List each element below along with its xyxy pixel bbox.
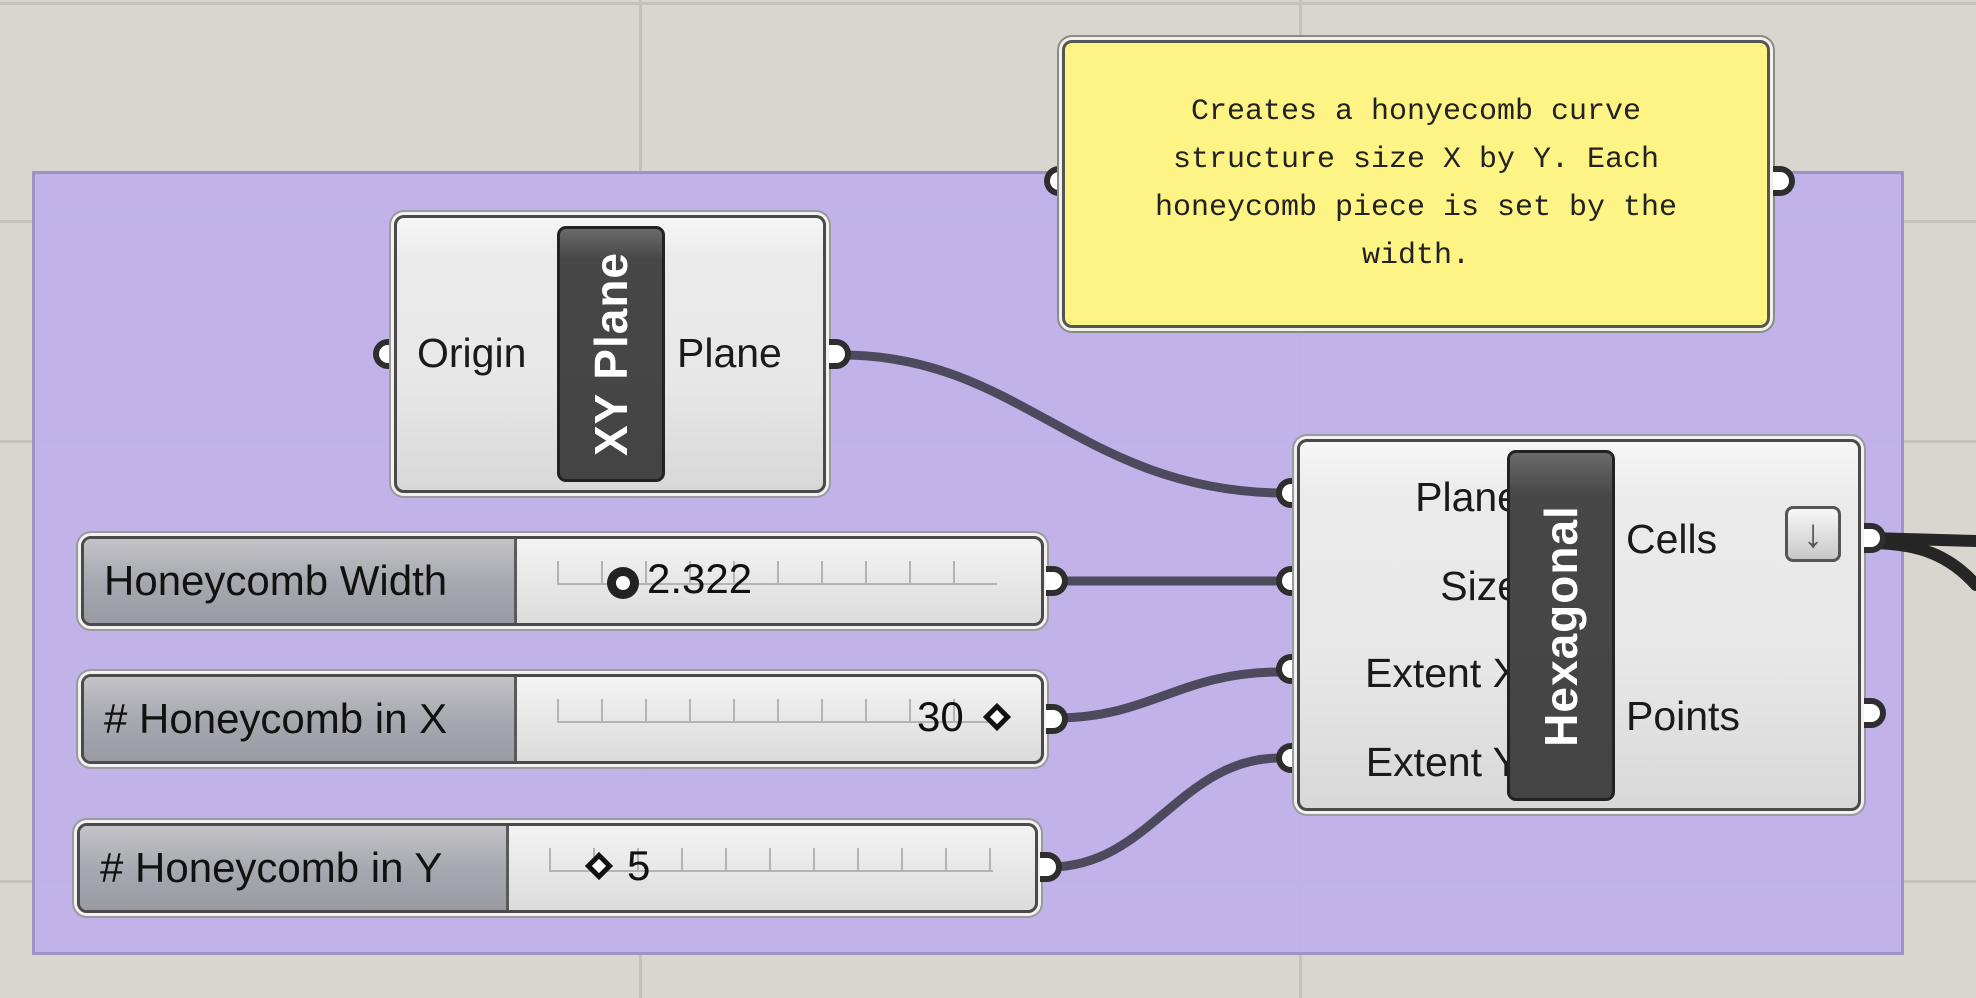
- slider-value: 2.322: [647, 555, 753, 602]
- hexagonal-component[interactable]: Plane Size Extent X Extent Y Hexagonal C…: [1297, 439, 1861, 811]
- xy-plane-origin-label: Origin: [417, 330, 527, 376]
- honeycomb-width-slider[interactable]: Honeycomb Width 2.322: [81, 536, 1044, 626]
- slider-ruler: [557, 699, 997, 723]
- hexagonal-output-cells: Cells: [1626, 516, 1718, 562]
- xy-plane-title-text: XY Plane: [585, 251, 638, 457]
- slider-value: 5: [627, 842, 651, 889]
- xy-plane-origin-input-grip[interactable]: [373, 339, 395, 369]
- slider-knob-icon[interactable]: [607, 567, 639, 599]
- honeycomb-width-output-grip[interactable]: [1046, 566, 1068, 596]
- hexagonal-extent-x-input-grip[interactable]: [1276, 654, 1298, 684]
- note-text: Creates a honyecomb curve structure size…: [1154, 95, 1678, 273]
- slider-label: Honeycomb Width: [84, 539, 517, 623]
- hexagonal-cells-output-grip[interactable]: [1864, 523, 1886, 553]
- xy-plane-title[interactable]: XY Plane: [557, 226, 665, 482]
- hexagonal-size-input-grip[interactable]: [1276, 566, 1298, 596]
- honeycomb-y-output-grip[interactable]: [1040, 852, 1062, 882]
- xy-plane-component[interactable]: Origin XY Plane Plane: [394, 215, 826, 493]
- hexagonal-input-extent-y: Extent Y: [1365, 739, 1520, 785]
- slider-track[interactable]: 5: [509, 826, 1035, 910]
- hexagonal-input-extent-x: Extent X: [1365, 650, 1520, 696]
- xy-plane-plane-label: Plane: [677, 330, 782, 376]
- hexagonal-output-points: Points: [1626, 693, 1740, 739]
- canvas-gridline: [0, 2, 1976, 5]
- hexagonal-extent-y-input-grip[interactable]: [1276, 743, 1298, 773]
- slider-label: # Honeycomb in Y: [80, 826, 509, 910]
- hexagonal-plane-input-grip[interactable]: [1276, 478, 1298, 508]
- slider-label: # Honeycomb in X: [84, 677, 517, 761]
- cells-dropdown-button[interactable]: ↓: [1785, 506, 1841, 562]
- hexagonal-title[interactable]: Hexagonal: [1507, 450, 1615, 801]
- hexagonal-title-text: Hexagonal: [1535, 504, 1588, 747]
- xy-plane-output-grip[interactable]: [829, 339, 851, 369]
- honeycomb-x-slider[interactable]: # Honeycomb in X 30: [81, 674, 1044, 764]
- slider-value: 30: [917, 693, 964, 740]
- arrow-down-icon: ↓: [1803, 512, 1823, 556]
- hexagonal-input-size: Size: [1440, 563, 1520, 609]
- note-panel[interactable]: Creates a honyecomb curve structure size…: [1062, 40, 1770, 328]
- slider-ruler: [549, 848, 993, 872]
- honeycomb-x-output-grip[interactable]: [1046, 704, 1068, 734]
- slider-track[interactable]: 2.322: [517, 539, 1041, 623]
- hexagonal-input-plane: Plane: [1415, 474, 1520, 520]
- note-input-grip[interactable]: [1044, 166, 1066, 196]
- slider-track[interactable]: 30: [517, 677, 1041, 761]
- hexagonal-points-output-grip[interactable]: [1864, 698, 1886, 728]
- honeycomb-y-slider[interactable]: # Honeycomb in Y 5: [77, 823, 1038, 913]
- note-output-grip[interactable]: [1773, 166, 1795, 196]
